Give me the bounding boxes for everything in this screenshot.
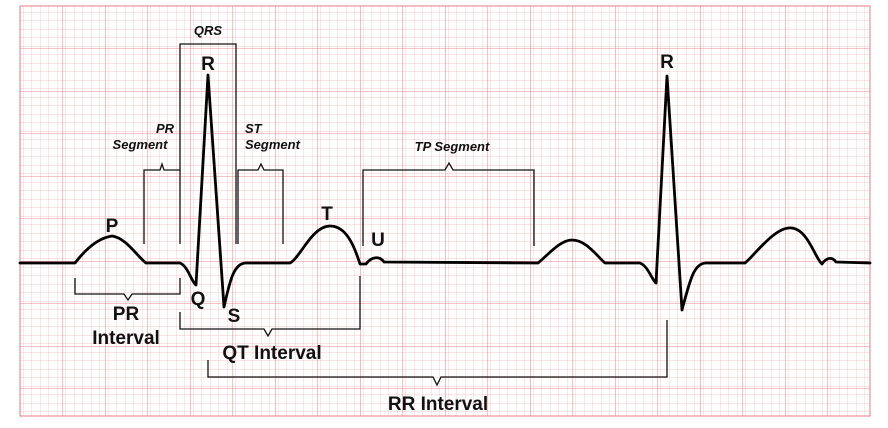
pr-segment-bracket (143, 161, 180, 244)
st-segment-bracket (237, 162, 284, 244)
pr-segment-label-1: PR (156, 121, 175, 136)
ecg-trace (18, 73, 872, 312)
pr-interval-label-2: Interval (92, 328, 160, 349)
qt-interval-bracket (179, 276, 361, 338)
wave-label-r1: R (201, 54, 215, 75)
wave-label-t: T (321, 204, 333, 225)
wave-label-q: Q (191, 289, 206, 310)
wave-label-p: P (106, 216, 119, 237)
tp-segment-bracket (362, 161, 535, 246)
tp-segment-label: TP Segment (415, 139, 490, 154)
rr-interval-bracket (207, 320, 668, 387)
ecg-grid (19, 5, 871, 417)
qrs-bracket (179, 43, 237, 244)
pr-interval-label-1: PR (113, 304, 140, 325)
st-segment-label-2: Segment (245, 137, 301, 152)
qt-interval-label: QT Interval (222, 343, 321, 364)
wave-label-u: U (371, 230, 385, 251)
wave-label-s: S (228, 306, 241, 327)
st-segment-label-1: ST (245, 121, 263, 136)
pr-interval-bracket (74, 278, 181, 302)
pr-segment-label-2: Segment (113, 137, 169, 152)
qrs-label: QRS (194, 23, 223, 38)
rr-interval-label: RR Interval (388, 394, 488, 415)
wave-label-r2: R (660, 52, 674, 73)
